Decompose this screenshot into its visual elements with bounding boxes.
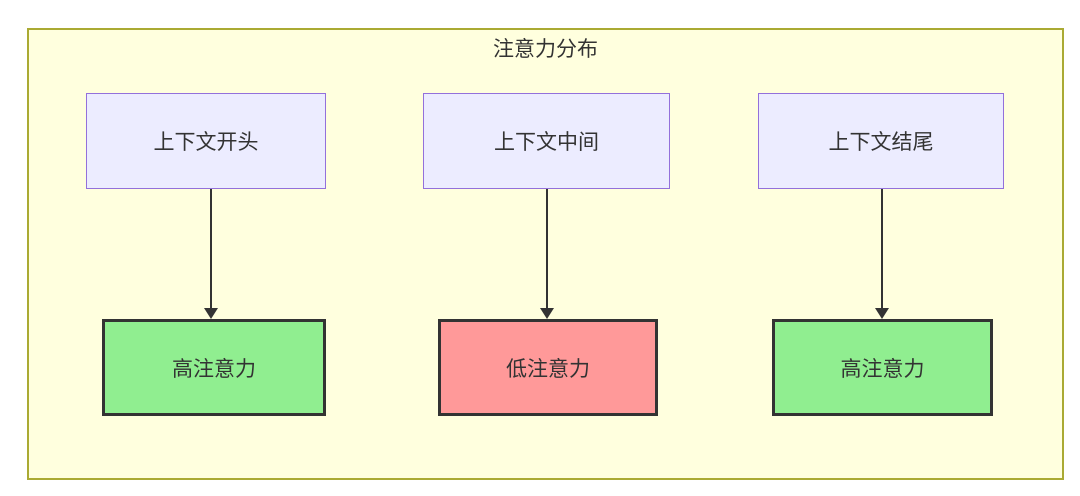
node-context-middle: 上下文中间 xyxy=(423,93,670,189)
arrow-start-to-high-line xyxy=(210,189,212,310)
node-context-end: 上下文结尾 xyxy=(758,93,1004,189)
arrow-middle-to-low-head-icon xyxy=(540,308,554,319)
node-high-attention-1: 高注意力 xyxy=(102,319,326,416)
arrow-end-to-high-head-icon xyxy=(875,308,889,319)
arrow-start-to-high-head-icon xyxy=(204,308,218,319)
arrow-middle-to-low-line xyxy=(546,189,548,310)
node-low-attention: 低注意力 xyxy=(438,319,658,416)
node-context-start: 上下文开头 xyxy=(86,93,326,189)
arrow-end-to-high-line xyxy=(881,189,883,310)
diagram-title: 注意力分布 xyxy=(493,38,598,61)
node-high-attention-2: 高注意力 xyxy=(772,319,993,416)
